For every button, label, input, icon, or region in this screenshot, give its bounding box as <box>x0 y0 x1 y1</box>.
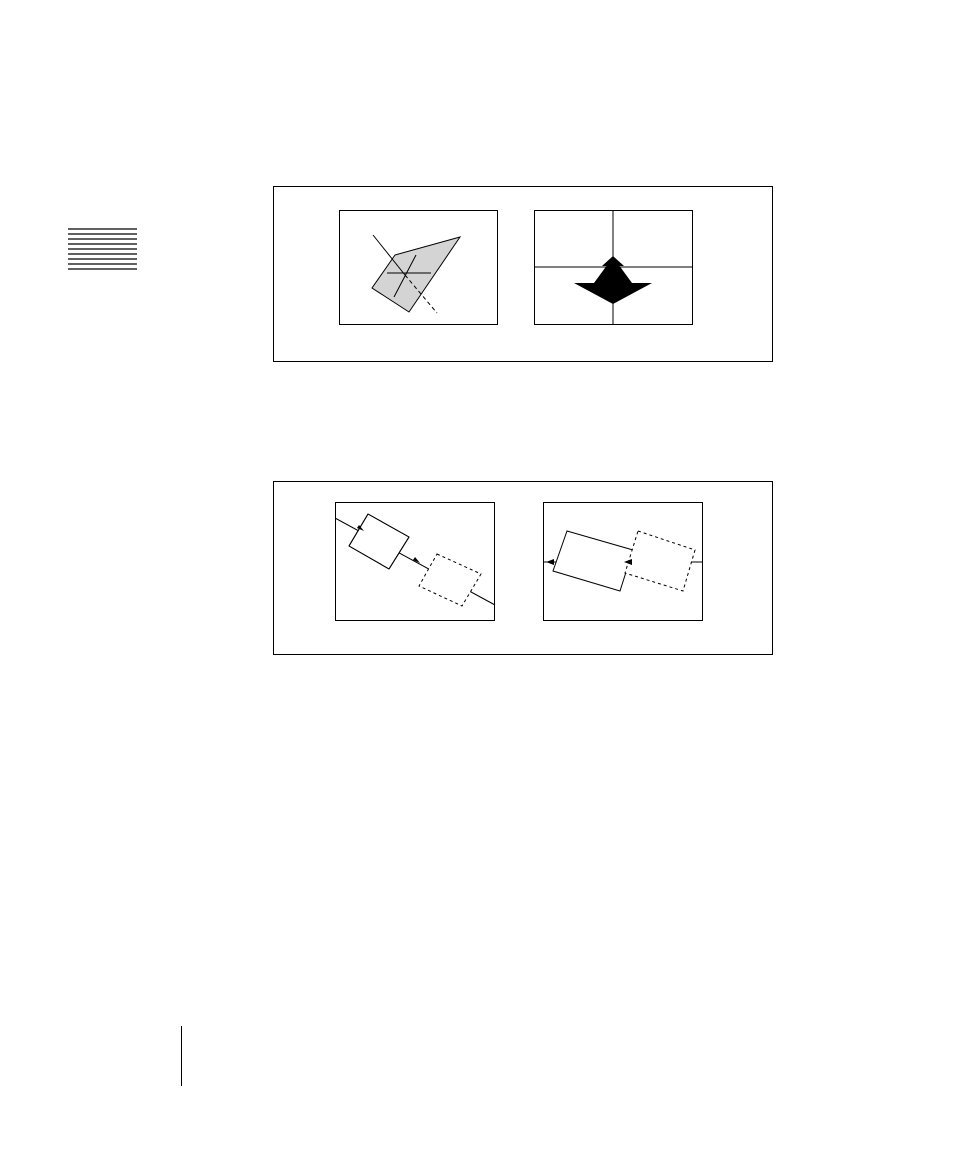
quadrant-grid-with-arrow-shape-icon <box>534 210 694 326</box>
page-margin-rule <box>181 1026 182 1086</box>
rectangle-moving-along-diagonal-icon <box>335 502 496 622</box>
figure-2 <box>273 481 773 655</box>
shaded-polygon-with-axis-icon <box>339 210 499 326</box>
figure-1 <box>273 186 773 362</box>
rectangle-moving-along-horizontal-icon <box>543 502 704 622</box>
chapter-lines-icon <box>68 228 137 272</box>
